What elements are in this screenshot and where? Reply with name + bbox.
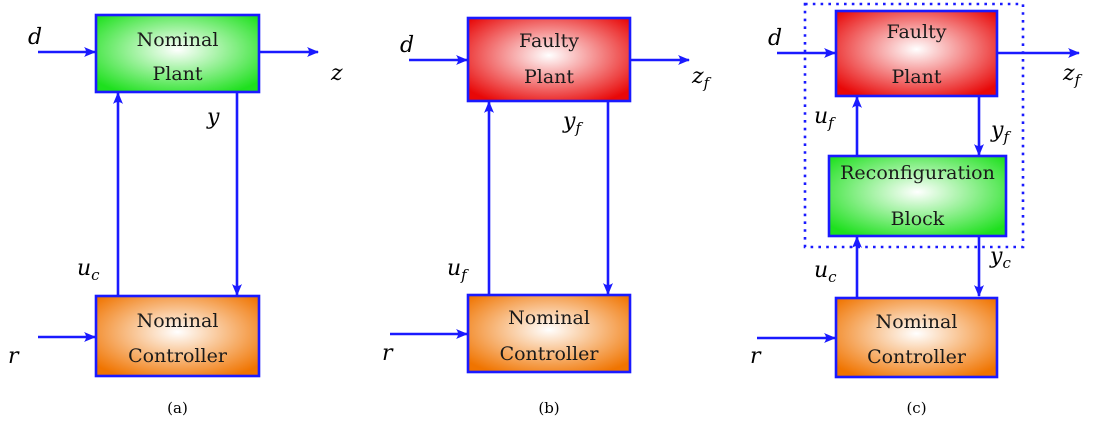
label-z: z [330,61,343,86]
label-d: d [768,26,782,51]
label-u-c: uc [814,258,837,286]
reconfig-label-line1: Reconfiguration [840,162,995,184]
reconfiguration-block: Reconfiguration Block [827,154,1008,238]
plant-label-line2: Plant [891,66,941,88]
nominal-controller-block: Nominal Controller [834,296,999,379]
label-z-f: zf [691,64,712,92]
label-y-f: yf [990,118,1011,146]
reconfig-label-line2: Block [891,208,945,230]
plant-label-line2: Plant [152,63,202,85]
label-r: r [8,344,20,369]
caption-a: (a) [167,399,188,417]
label-r: r [750,344,762,369]
faulty-plant-block: Faulty Plant [834,9,999,98]
panel-c: Faulty Plant Reconfiguration Block Nomin… [750,2,1083,417]
caption-b: (b) [538,399,559,417]
label-r: r [382,341,394,366]
plant-label-line2: Plant [524,66,574,88]
caption-c: (c) [906,399,926,417]
faulty-plant-block: Faulty Plant [466,16,632,103]
controller-label-line1: Nominal [876,311,958,333]
reconfigured-plant-boundary [803,2,1025,249]
label-d: d [400,33,414,58]
label-d: d [28,25,42,50]
label-u-c: uc [77,256,100,284]
panel-b: Faulty Plant Nominal Controller d zf yf … [382,16,712,417]
plant-label-line1: Nominal [137,29,219,51]
label-z-f: zf [1062,61,1083,89]
controller-label-line2: Controller [128,345,228,367]
label-u-f: uf [814,104,836,132]
label-y-f: yf [562,109,583,137]
nominal-plant-block: Nominal Plant [94,13,261,94]
plant-label-line1: Faulty [887,21,947,43]
controller-label-line2: Controller [867,346,967,368]
controller-label-line1: Nominal [508,307,590,329]
panel-a: Nominal Plant Nominal Controller d z y u… [8,13,343,417]
label-u-f: uf [447,256,469,284]
controller-label-line1: Nominal [137,310,219,332]
controller-label-line2: Controller [500,343,600,365]
label-y-c: yc [989,244,1011,272]
plant-label-line1: Faulty [519,30,579,52]
nominal-controller-block: Nominal Controller [466,293,632,374]
label-y: y [206,105,220,130]
nominal-controller-block: Nominal Controller [94,294,261,378]
